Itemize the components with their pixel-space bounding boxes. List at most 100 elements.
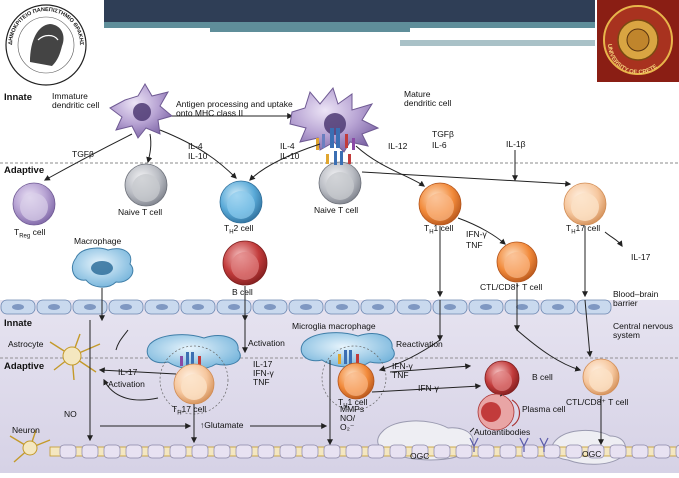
label-il12: IL-12 [388,141,408,151]
label-activation-top: Activation [248,338,285,348]
label-astrocyte: Astrocyte [8,339,44,349]
bbb-endothelial-nucleus [48,304,60,310]
label-naive-t-left: Naive T cell [118,207,163,217]
myelin-segment [543,444,561,459]
label-activation-left: Activation [108,379,145,389]
label-ogc-left: OGC [410,451,430,461]
label-reactivation: Reactivation [396,339,443,349]
mhc-receptors-right [338,350,359,364]
bbb-endothelial-nucleus [552,304,564,310]
bbb-endothelial-nucleus [444,304,456,310]
immature-dc-nucleus [133,103,151,121]
blood-brain-barrier-cells [0,299,612,315]
label-antigen-processing: Antigen processing and uptake onto MHC c… [176,99,293,119]
label-no: NO [64,409,77,419]
header-teal-bar [104,22,595,28]
label-tgfb-right: TGFβ [432,129,454,139]
label-th1-cell: TH1 cell [424,223,454,236]
label-tglutamate: ↑Glutamate [200,420,244,430]
myelin-segments [59,444,679,459]
bbb-endothelial-nucleus [516,304,528,310]
label-th17-bottom: TH17 cell [172,404,207,417]
label-plasma-cell: Plasma cell [522,404,566,414]
activation-ring-right [321,345,387,411]
bbb-endothelial-nucleus [192,304,204,310]
label-il4-right: IL-4 [280,141,295,151]
axon [49,446,679,457]
myelin-segment [103,444,121,459]
myelin-segment [367,444,385,459]
bbb-endothelial-nucleus [372,304,384,310]
astrocyte [49,333,101,381]
label-il17-right: IL-17 [631,252,651,262]
bbb-endothelial-nucleus [408,304,420,310]
label-bbb: Blood–brain barrier [613,289,659,309]
bbb-endothelial-nucleus [300,304,312,310]
myelin-segment [323,444,341,459]
bottom-arrows [87,299,604,446]
myelin-segment [147,444,165,459]
bbb-endothelial-nucleus [264,304,276,310]
label-o2: O₂⁻ [340,422,355,432]
label-tgfb-left: TGFβ [72,149,94,159]
myelin-segment [59,444,77,459]
label-neuron: Neuron [12,425,40,435]
label-th2-cell: TH2 cell [224,223,254,236]
label-naive-t-right: Naive T cell [314,205,359,215]
mhc-receptors-left [180,352,201,366]
label-il10-left: IL-10 [188,151,208,161]
myelin-segment [169,444,187,459]
zone-adaptive-bottom: Adaptive [4,361,45,372]
bbb-endothelial-nucleus [480,304,492,310]
myelin-segment [213,444,231,459]
myelin-segment [653,444,671,459]
label-autoantibodies: Autoantibodies [474,427,531,437]
microglia-left [146,334,241,370]
label-b-cell-top: B cell [232,287,253,297]
zone-adaptive-top: Adaptive [4,165,45,176]
myelin-segment [455,444,473,459]
label-tnf-th1: TNF [392,370,409,380]
label-il4-left: IL-4 [188,141,203,151]
left-university-seal: ΔΗΜΟΚΡΙΤΕΙΟ ΠΑΝΕΠΙΣΤΗΜΙΟ ΘΡΑΚΗΣ [5,4,87,86]
myelin-segment [81,444,99,459]
bbb-endothelial-nucleus [120,304,132,310]
header-teal-stripe [210,28,410,32]
label-tnf-top: TNF [466,240,483,250]
mhc-receptors-top [316,128,355,150]
label-ctl-top: CTL/CD8⁺ T cell [480,282,543,292]
neuron [9,429,51,463]
myelin-segment [521,444,539,459]
label-th17-cell: TH17 cell [566,223,601,236]
myelin-segment [235,444,253,459]
label-tnf-list: TNF [253,377,270,387]
zone-innate-top: Innate [4,92,32,103]
bbb-endothelial-nucleus [336,304,348,310]
label-ogc-right: OGC [582,449,602,459]
label-mature-dc: Mature dendritic cell [404,89,452,109]
tcr-receptors [326,151,351,165]
label-cns: Central nervous system [613,321,674,341]
myelin-segment [125,444,143,459]
bbb-endothelial-nucleus [84,304,96,310]
bbb-endothelial-nucleus [588,304,600,310]
myelin-segment [389,444,407,459]
label-microglia: Microglia macrophage [292,321,376,331]
myelin-segment [257,444,275,459]
autoantibodies [469,437,549,452]
label-ifng-list: IFN-γ [253,368,274,378]
mature-dc-nucleus [324,113,346,135]
label-treg-cell: TReg cell [14,227,46,240]
label-macrophage: Macrophage [74,236,122,246]
myelin-segment [191,444,209,459]
label-ctl-bottom: CTL/CD8⁺ T cell [566,397,629,407]
myelin-segment [279,444,297,459]
header-navy-bar [104,0,595,22]
label-mmps: MMPs [340,404,365,414]
label-ifng-b: IFN-γ [418,383,439,393]
myelin-segment [675,444,679,459]
label-immature-dc: Immature dendritic cell [52,91,100,111]
label-b-cell-bottom: B cell [532,372,553,382]
